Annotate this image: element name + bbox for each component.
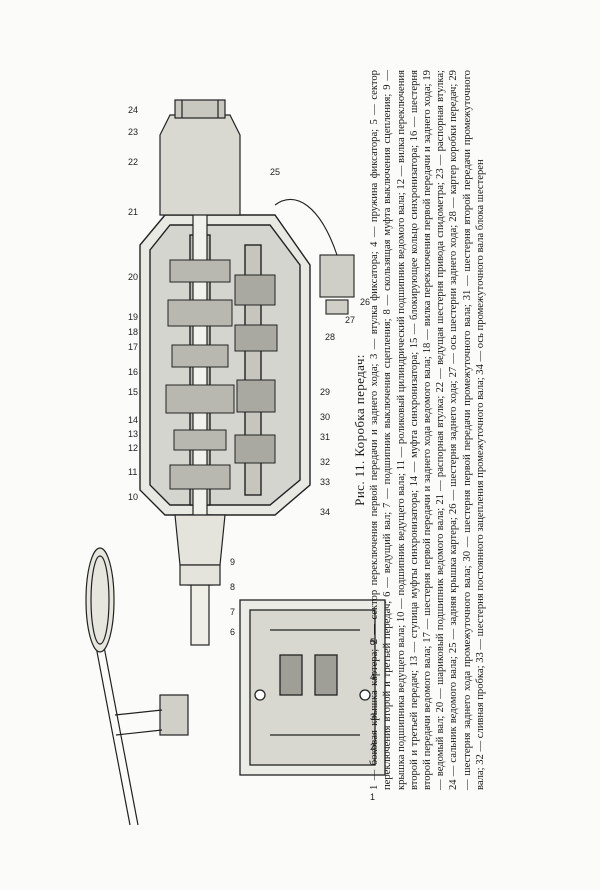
callout-6: 6 [230,627,235,637]
countershaft-gears [234,274,278,464]
callout-21: 21 [128,207,138,217]
callout-18: 18 [128,327,138,337]
gearbox-cutaway-drawing: 1 2 3 4 5 6 7 8 9 10 11 12 13 14 15 16 1… [85,99,386,826]
gearbox-figure: 1 2 3 4 5 6 7 8 9 10 11 12 13 14 15 16 1… [70,95,410,835]
callout-15: 15 [128,387,138,397]
callout-labels: 1 2 3 4 5 6 7 8 9 10 11 12 13 14 15 16 1… [128,105,375,802]
callout-9: 9 [230,557,235,567]
callout-29: 29 [320,387,330,397]
figure-caption: Рис. 11. Коробка передач: 1 — боковая кр… [351,70,487,791]
side-cover-inset [239,599,386,776]
steering-column-assembly [85,547,189,826]
callout-32: 32 [320,457,330,467]
callout-7: 7 [230,607,235,617]
callout-3: 3 [370,712,375,722]
callout-1: 1 [370,792,375,802]
main-shaft-gears [165,259,235,490]
callout-10: 10 [128,492,138,502]
speedometer-drive [274,198,355,315]
callout-24: 24 [128,105,138,115]
rear-cover [159,99,241,216]
callout-19: 19 [128,312,138,322]
callout-22: 22 [128,157,138,167]
callout-12: 12 [128,443,138,453]
callout-28: 28 [325,332,335,342]
callout-5: 5 [370,637,375,647]
callout-17: 17 [128,342,138,352]
callout-26: 26 [360,297,370,307]
input-shaft [174,514,226,586]
callout-23: 23 [128,127,138,137]
callout-11: 11 [128,467,137,477]
callout-27: 27 [345,315,355,325]
callout-2: 2 [370,742,375,752]
callout-20: 20 [128,272,138,282]
callout-25: 25 [270,167,280,177]
callout-33: 33 [320,477,330,487]
figure-title: Рис. 11. Коробка передач: [351,354,367,506]
callout-8: 8 [230,582,235,592]
callout-14: 14 [128,415,138,425]
callout-4: 4 [370,672,375,682]
callout-13: 13 [128,429,138,439]
callout-31: 31 [320,432,330,442]
callout-30: 30 [320,412,330,422]
callout-34: 34 [320,507,330,517]
figure-legend: 1 — боковая крышка картера; 2 — сектор п… [369,70,486,791]
callout-16: 16 [128,367,138,377]
